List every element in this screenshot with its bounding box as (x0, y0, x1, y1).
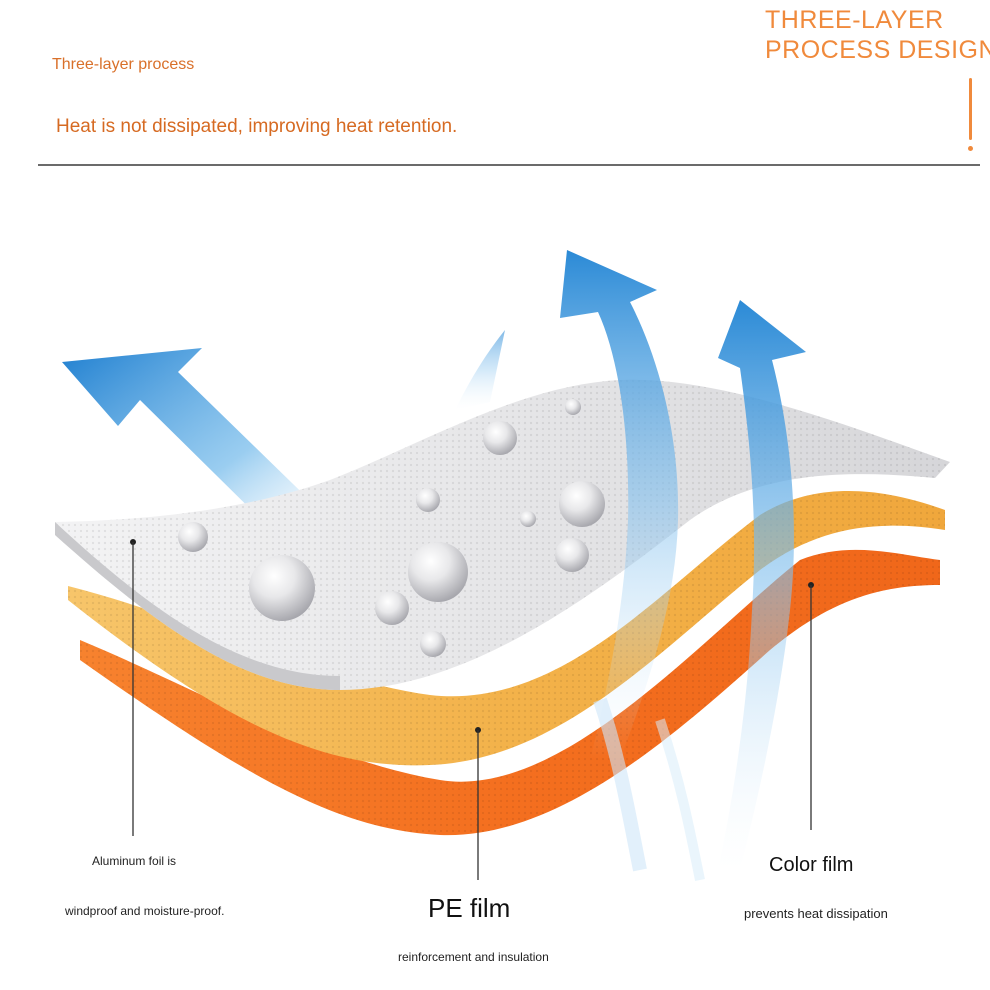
water-droplet-icon (375, 591, 409, 625)
header-divider (38, 164, 980, 166)
heat-arrow-middle-icon (560, 250, 679, 760)
brand-accent-dot (968, 146, 973, 151)
brand-title-line1: THREE-LAYER (765, 6, 944, 34)
water-droplet-icon (178, 522, 208, 552)
aluminum-description: windproof and moisture-proof. (65, 904, 225, 918)
brand-accent-bar (969, 78, 972, 140)
color-film-title: Color film (769, 854, 854, 876)
water-droplet-icon (249, 555, 315, 621)
aluminum-title: Aluminum foil is (92, 854, 177, 868)
water-droplet-icon (520, 511, 536, 527)
water-droplet-icon (416, 488, 440, 512)
pe-film-description: reinforcement and insulation (398, 950, 549, 964)
water-droplet-icon (559, 481, 605, 527)
heat-arrow-right-icon (718, 300, 806, 870)
water-droplet-icon (565, 399, 581, 415)
heat-arrow-left-icon (62, 348, 330, 548)
header-subtitle: Three-layer process (52, 56, 195, 73)
water-droplet-icon (555, 538, 589, 572)
water-droplet-icon (483, 421, 517, 455)
header-tagline: Heat is not dissipated, improving heat r… (56, 116, 458, 137)
water-droplet-icon (420, 631, 446, 657)
water-droplet-icon (408, 542, 468, 602)
color-film-description: prevents heat dissipation (744, 906, 888, 921)
pe-film-title: PE film (428, 893, 511, 923)
brand-title-line2: PROCESS DESIGN (765, 36, 990, 64)
